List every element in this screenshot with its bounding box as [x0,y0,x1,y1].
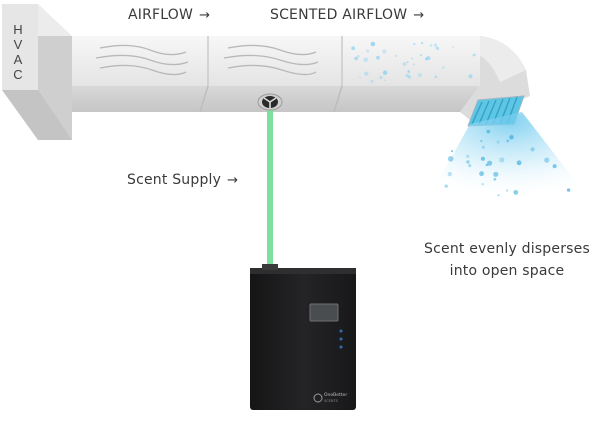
hvac-letter-a: A [13,52,23,67]
button-dots-icon [339,329,343,349]
scent-particle [370,41,376,47]
mist-particle [499,157,505,163]
device-display [309,303,339,322]
scented-airflow-label: SCENTED AIRFLOW → [270,7,424,23]
scent-particle [351,46,356,51]
airflow-label: AIRFLOW → [128,7,210,23]
brand-line1: OneBetter [324,392,347,398]
mist-particle [468,164,472,168]
scent-particle [468,74,473,79]
scent-supply-text: Scent Supply [127,172,222,188]
mist-particle [505,189,509,192]
scent-particle [420,41,424,45]
scent-particle [442,66,445,69]
brand-line2: SCENTS [324,399,339,403]
mist-particle [481,145,485,149]
disperse-caption: Scent evenly disperses into open space [412,238,602,282]
mist-particle [447,156,454,162]
scent-particle [412,63,415,66]
scent-particle [407,70,411,73]
hvac-letter-v: V [13,37,23,52]
mist-particle [479,171,484,177]
mist-particle [552,164,557,169]
mist-particle [481,183,484,186]
mist-particle [466,154,470,158]
arrow-right-icon: → [199,8,211,23]
scent-particle [382,70,388,75]
scent-particle [425,58,427,61]
mist-particle [444,184,448,188]
scent-particles-duct [351,41,476,83]
scent-particle [383,79,386,82]
fan-nozzle-icon [257,93,283,111]
scent-particle [379,75,383,79]
hvac-letter-h: H [13,22,23,37]
disperse-line-1: Scent evenly disperses [424,241,590,257]
scent-supply-label: Scent Supply → [127,172,238,188]
mist-particle [544,157,550,163]
brand-logo: OneBetter SCENTS [313,392,347,403]
arrow-right-icon: → [227,173,239,188]
scent-particle [370,79,374,83]
air-duct [72,36,530,120]
mist-particle [566,188,571,192]
mist-particle [487,160,493,166]
airflow-lines [95,44,319,76]
scent-particle [359,76,361,79]
scent-particle [429,44,433,47]
scent-particle [413,42,416,46]
scent-particle [426,56,431,61]
scent-particle [354,56,359,61]
mist-particle [447,171,452,177]
scent-particle [451,46,454,49]
mist-particle [506,139,510,143]
hvac-unit [2,4,72,140]
scent-particle [357,55,360,58]
scent-particle [371,42,373,45]
mist-particle [486,129,491,134]
arrow-right-icon: → [413,8,425,23]
scent-particle [420,54,423,57]
mist-particle [509,135,514,140]
mist-particle [480,156,485,161]
scent-particle [433,43,438,47]
hvac-letter-c: C [13,67,23,82]
scent-diffuser-device: OneBetter SCENTS [250,264,356,410]
scent-particle [411,57,413,60]
mist-particle [516,160,522,166]
mist-particle [480,139,483,143]
scented-airflow-text: SCENTED AIRFLOW [270,7,408,23]
mist-particle [466,160,470,164]
scent-particle [382,49,387,54]
scent-particle [406,61,409,64]
scent-particle [472,53,476,57]
mist-particle [497,194,500,197]
hvac-label: H V A C [0,22,36,82]
scent-particle [434,75,437,79]
scent-particle [417,73,422,78]
scent-particle [376,55,380,60]
scent-particle [407,75,411,79]
mist-particle [513,190,519,195]
mist-particle [451,150,454,153]
mist-particle [530,147,535,152]
mist-particle [496,140,500,144]
scent-particle [402,62,407,66]
scent-mist [430,112,590,200]
mist-particle [493,171,499,177]
scent-particle [394,55,397,57]
scent-particle [366,49,370,53]
airflow-text: AIRFLOW [128,7,194,23]
scent-particle [435,46,440,50]
scent-supply-tube [267,108,273,270]
scent-particle [364,71,369,76]
mist-particle [493,177,497,181]
scent-particle [363,57,369,63]
disperse-line-2: into open space [449,263,565,279]
